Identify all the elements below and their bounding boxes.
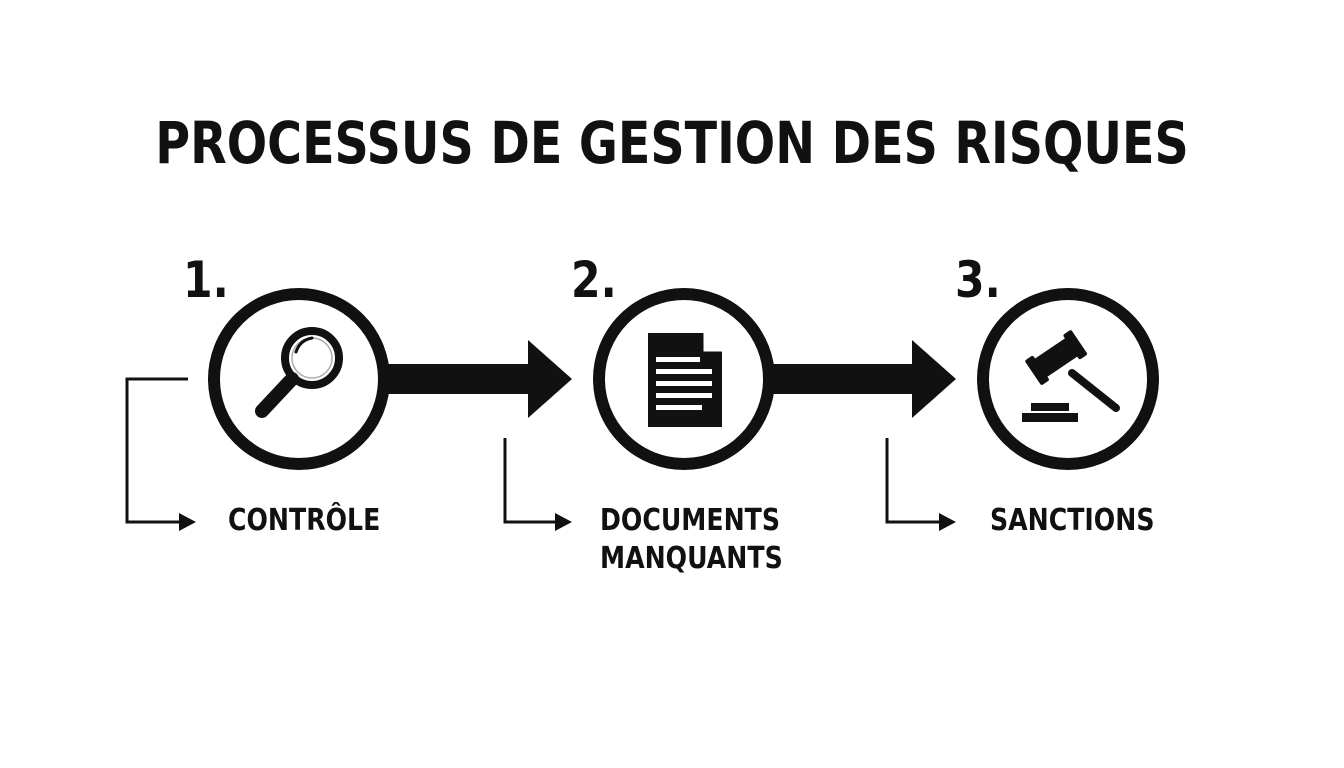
- document-icon: [648, 333, 722, 427]
- connector-step-1: [125, 377, 196, 531]
- step-3-label-line-1: SANCTIONS: [990, 503, 1155, 538]
- step-3-number: 3.: [955, 251, 1001, 309]
- gavel-icon: [1022, 330, 1120, 422]
- step-1-label: CONTRÔLE: [228, 502, 380, 540]
- flow-arrow-2-to-3: [770, 340, 956, 418]
- magnifying-glass-icon: [255, 327, 343, 418]
- step-3-circle: [977, 288, 1159, 470]
- diagram-title: PROCESSUS DE GESTION DES RISQUES: [155, 109, 1189, 177]
- connector-step-2: [503, 438, 572, 531]
- step-2-label-line-2: MANQUANTS: [600, 541, 783, 576]
- step-2-label-line-1: DOCUMENTS: [600, 503, 781, 538]
- step-2-number: 2.: [571, 251, 617, 309]
- step-3-label: SANCTIONS: [990, 502, 1154, 540]
- step-1-label-line-1: CONTRÔLE: [228, 503, 381, 538]
- step-2-label: DOCUMENTS MANQUANTS: [600, 502, 783, 578]
- connector-step-3: [885, 438, 956, 531]
- flow-arrow-1-to-2: [384, 340, 572, 418]
- step-1-number: 1.: [183, 251, 229, 309]
